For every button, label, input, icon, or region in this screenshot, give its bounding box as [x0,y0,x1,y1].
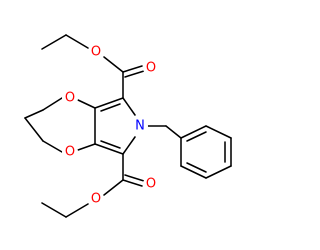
bond-pyrrole-c1-c2-outer [94,97,124,109]
atom-label-layer: O O O N O O O [62,44,159,207]
bond-pyrrole-c3-c4-outer [94,143,124,155]
bond-benzene-4-5 [205,165,232,179]
bond-benzene-1-2 [180,125,207,139]
oxygen-label: O [146,177,156,192]
bond-top-carbonyl-c-o-b [124,70,145,78]
bond-pyrrole-c1-c2-inner [100,103,121,112]
oxygen-label: O [91,45,101,60]
bond-top-ethyl-c2-o [65,34,89,49]
bond-benzene-5-6 [180,165,207,179]
bond-pyrrole-c4-n [122,136,136,155]
bond-bottom-ester-c-o [103,179,124,196]
bond-bottom-ethyl-c2-c1 [41,202,67,218]
bond-dioxepine-o-c3 [77,143,96,151]
bond-bottom-carbonyl-c-o-a [122,179,143,187]
atom-lower-ring-oxygen: O [62,144,78,160]
atom-upper-ring-oxygen: O [62,90,78,106]
bond-bottom-carbonyl-c-o-b [124,174,145,182]
oxygen-label: O [146,61,156,76]
bond-top-ethyl-c1-c2 [41,34,67,50]
atom-bottom-ester-oxygen: O [88,191,104,207]
bond-layer [24,34,232,218]
bond-bottom-ethyl-o-c2 [65,203,89,218]
atom-top-ester-oxygen: O [88,44,104,60]
atom-top-carbonyl-oxygen: O [143,60,159,76]
bond-benzene-2-3 [205,125,232,139]
bond-dioxepine-o-ch2 [42,97,63,111]
bond-benzene-inner-a [186,131,207,142]
bond-pyrrole-c3-c4-inner [100,140,121,149]
bond-pyrrole-c1-n [122,97,136,116]
oxygen-label: O [65,91,75,106]
bond-benzyl-ch2-ring [165,125,182,139]
oxygen-label: O [91,192,101,207]
bond-dioxepine-ch2-o [42,140,63,153]
bond-dioxepine-ch2-ch2-upper [24,109,44,119]
bond-benzene-inner-c [186,162,207,173]
bond-top-carbonyl-c-o-a [122,65,143,73]
chemical-structure: O O O N O O O [24,34,232,218]
atom-bottom-carbonyl-oxygen: O [143,176,159,192]
bond-top-ester-o-c [103,56,124,73]
atom-pyrrole-nitrogen: N [132,118,148,134]
bond-dioxepine-c2-o [77,99,96,109]
oxygen-label: O [65,145,75,160]
bond-dioxepine-ch2-ch2-lower [24,117,44,142]
nitrogen-label: N [135,119,145,134]
